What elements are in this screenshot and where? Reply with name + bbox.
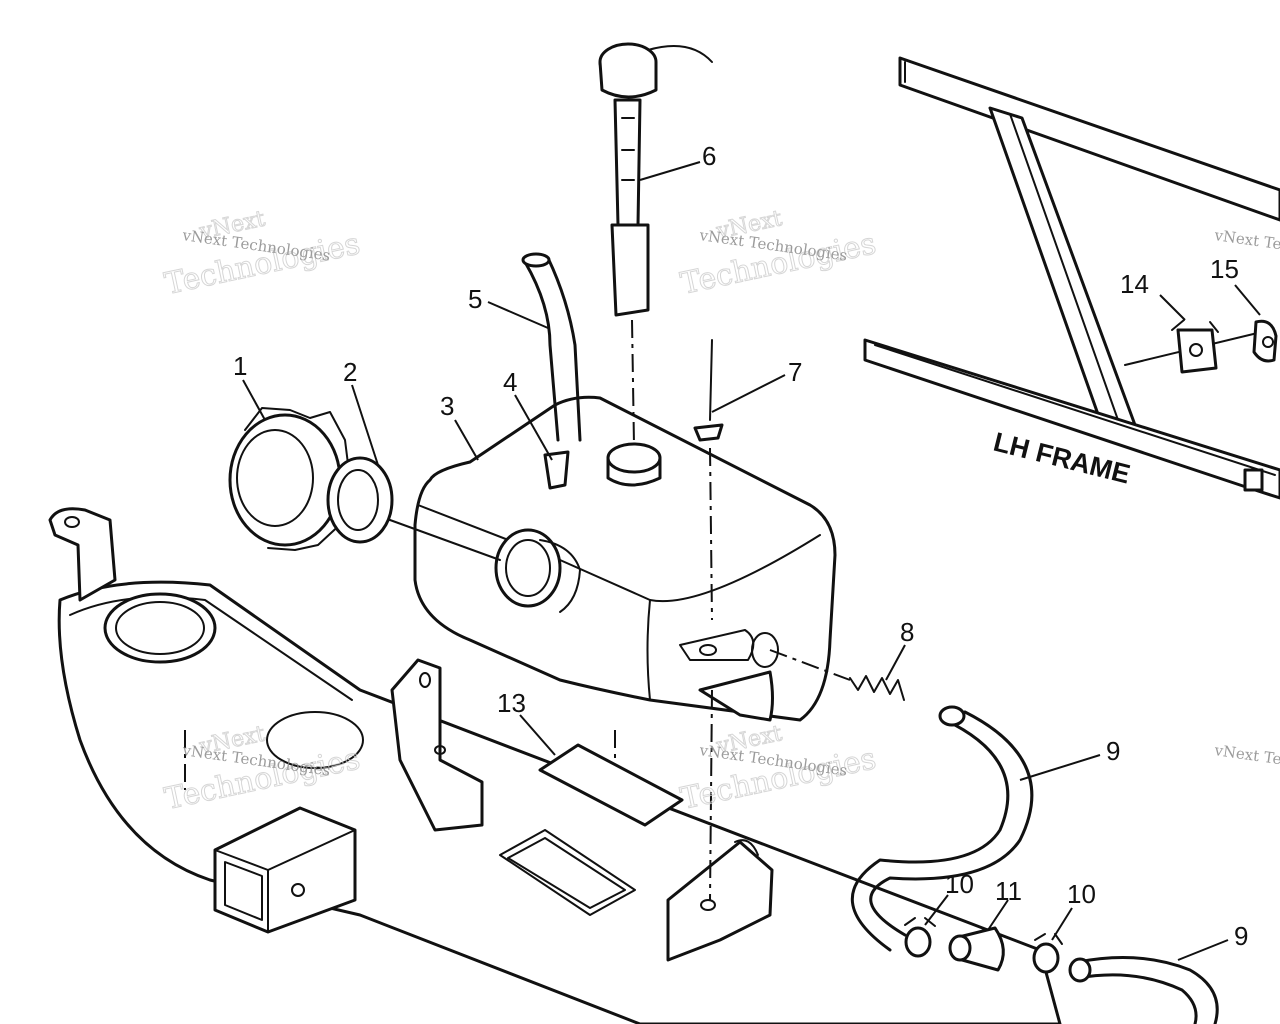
callout-1: 1 [233, 351, 247, 381]
callout-9-upper: 9 [1106, 736, 1120, 766]
callout-13: 13 [497, 688, 526, 718]
pin [693, 339, 724, 442]
dipstick [598, 42, 713, 317]
hose-clamp-left [904, 917, 936, 958]
callout-9-lower: 9 [1234, 921, 1248, 951]
callout-14: 14 [1120, 269, 1149, 299]
assembly-lines [184, 319, 851, 901]
callout-8: 8 [900, 617, 914, 647]
svg-text:vNext Technologies: vNext Technologies [1212, 741, 1280, 780]
callout-3: 3 [440, 391, 454, 421]
mounting-plate [48, 507, 1062, 1024]
callout-6: 6 [702, 141, 716, 171]
oil-tank [413, 395, 837, 722]
callout-2: 2 [343, 357, 357, 387]
hose-clamp-right [1032, 933, 1063, 974]
callout-4: 4 [503, 367, 517, 397]
callout-11: 11 [995, 876, 1022, 906]
tank-cap [228, 407, 351, 551]
cap-seal [326, 456, 394, 544]
spring [849, 675, 905, 701]
callout-10-right: 10 [1067, 879, 1096, 909]
frame-clip-14 [1171, 319, 1219, 374]
callout-15: 15 [1210, 254, 1239, 284]
callout-7: 7 [788, 357, 802, 387]
vent-hose [521, 252, 582, 442]
vent-fitting [543, 450, 570, 490]
pad-13 [538, 743, 684, 827]
callout-10-left: 10 [945, 869, 974, 899]
callouts: 1 2 3 4 5 6 7 8 9 9 10 11 10 13 14 15 [233, 141, 1248, 951]
callout-5: 5 [468, 284, 482, 314]
lh-frame [863, 56, 1280, 500]
frame-clip-15 [1252, 319, 1278, 363]
drain-hose [851, 705, 1219, 1024]
drain-plug [948, 926, 1005, 972]
leader-lines [242, 161, 1261, 961]
